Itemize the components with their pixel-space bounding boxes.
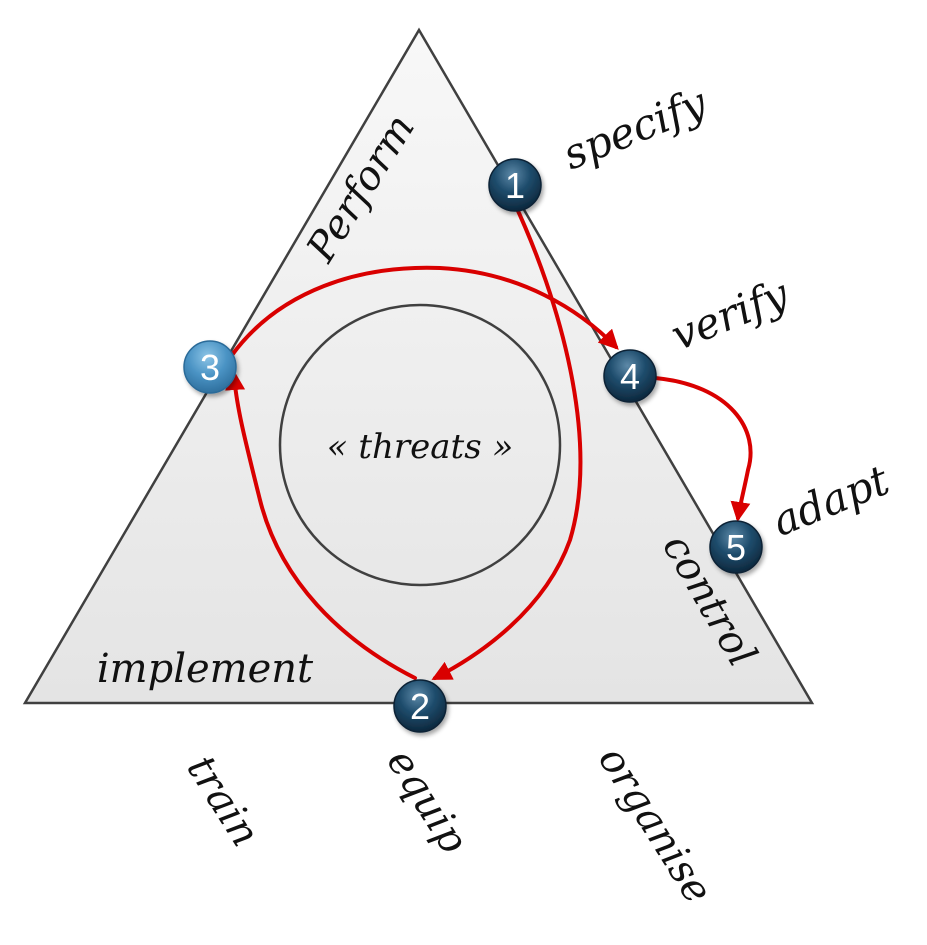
arrow-2-to-3 (225, 370, 417, 680)
bottom-label-equip: equip (377, 741, 476, 862)
step-number-5: 5 (726, 527, 746, 568)
threats-label: « threats » (327, 427, 514, 467)
threats-circle (278, 303, 562, 587)
step-node-4[interactable]: 4 (603, 349, 657, 403)
step-number-3: 3 (200, 347, 220, 388)
bottom-label-organise: organise (589, 739, 721, 912)
bottom-label-train: train (178, 748, 269, 855)
arrow-1-to-2 (431, 198, 583, 680)
step-number-2: 2 (410, 686, 430, 727)
side-label-implement: implement (97, 646, 314, 692)
cycle-arrows (225, 198, 753, 680)
step-number-1: 1 (505, 165, 525, 206)
step-number-4: 4 (620, 356, 640, 397)
step-node-1[interactable]: 1 (488, 158, 542, 212)
step-label-specify: specify (556, 77, 714, 179)
step-node-2[interactable]: 2 (393, 679, 447, 733)
arrow-4-to-5 (653, 376, 753, 522)
step-label-verify: verify (664, 269, 796, 360)
arrow-3-to-4 (230, 265, 619, 357)
step-node-3[interactable]: 3 (183, 340, 237, 394)
step-node-5[interactable]: 5 (709, 520, 763, 574)
step-label-adapt: adapt (765, 455, 895, 546)
